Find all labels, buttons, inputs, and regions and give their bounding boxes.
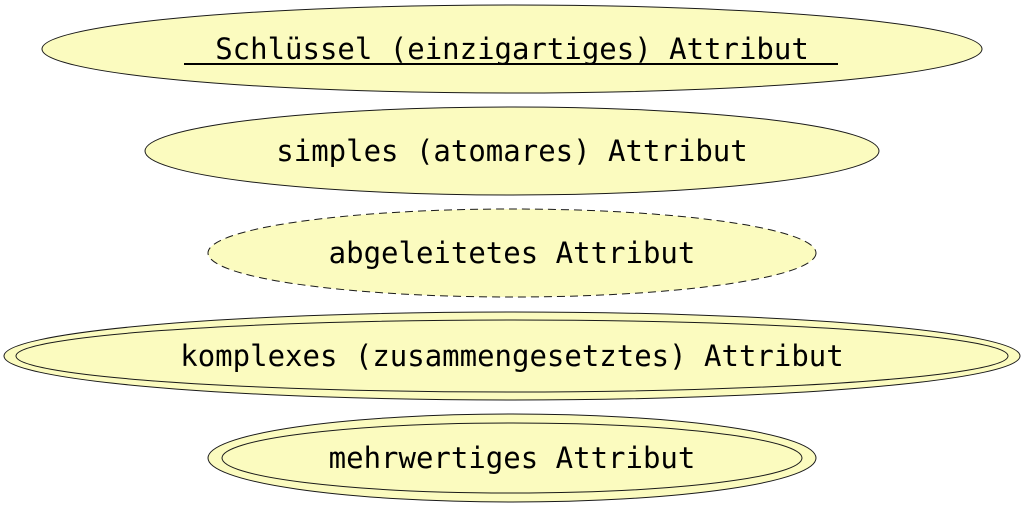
key-attribute-label: Schlüssel (einzigartiges) Attribut [215,32,809,66]
simple-attribute-shape: simples (atomares) Attribut [144,106,880,196]
composite-attribute-inner-ellipse [15,319,1009,393]
multivalued-attribute-outer-ellipse [207,413,817,503]
composite-attribute-outer-ellipse [3,311,1021,401]
composite-attribute-label: komplexes (zusammengesetztes) Attribut [180,339,843,373]
derived-attribute-label: abgeleitetes Attribut [329,236,696,270]
key-attribute-ellipse [41,4,983,94]
multivalued-attribute-shape: mehrwertiges Attribut [207,413,817,503]
derived-attribute-ellipse [207,208,817,298]
multivalued-attribute-inner-ellipse [221,422,803,494]
key-attribute-shape: Schlüssel (einzigartiges) Attribut [41,4,983,94]
simple-attribute-ellipse [144,106,880,196]
composite-attribute-shape: komplexes (zusammengesetztes) Attribut [3,311,1021,401]
multivalued-attribute-label: mehrwertiges Attribut [329,441,696,475]
derived-attribute-shape: abgeleitetes Attribut [207,208,817,298]
simple-attribute-label: simples (atomares) Attribut [276,134,747,168]
